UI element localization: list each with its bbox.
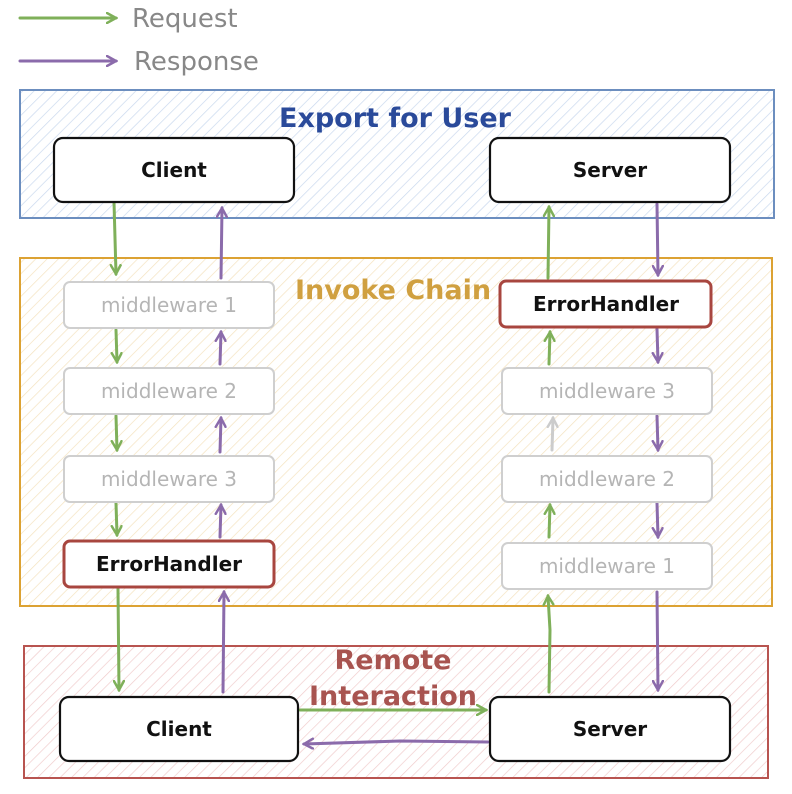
export-server-box: Server — [488, 136, 732, 204]
arrow-mw2-to-mw1-right — [657, 501, 658, 537]
remote-client-label: Client — [146, 717, 212, 741]
remote-server-label: Server — [573, 717, 647, 741]
arrow-mw3-to-errorhandler — [116, 501, 117, 535]
arrow-mw1-to-remote-server — [657, 590, 658, 690]
right-middleware-2-label: middleware 2 — [539, 467, 675, 491]
left-middleware-3-box: middleware 3 — [63, 455, 275, 503]
arrow-mw2-to-mw3 — [116, 414, 117, 450]
right-errorhandler-box: ErrorHandler — [498, 279, 713, 329]
arrow-mw3-to-mw2 — [220, 418, 221, 454]
left-errorhandler-label: ErrorHandler — [96, 552, 242, 576]
flow-arrows — [114, 200, 658, 744]
arrow-mw1-to-client — [221, 208, 222, 280]
arrow-remote-server-to-mw1 — [548, 596, 550, 694]
legend-request-label: Request — [132, 4, 238, 34]
remote-section-title-line2: Interaction — [309, 681, 477, 712]
right-middleware-1-label: middleware 1 — [539, 554, 675, 578]
arrow-errorhandler-to-mw3-right — [657, 327, 658, 362]
arrow-mw1-to-mw2 — [116, 328, 117, 362]
right-middleware-3-box: middleware 3 — [501, 367, 713, 415]
left-middleware-2-label: middleware 2 — [101, 379, 237, 403]
arrow-mw2-to-mw1 — [220, 332, 221, 366]
invoke-section-title: Invoke Chain — [295, 275, 491, 306]
remote-client-box: Client — [58, 695, 300, 763]
left-middleware-1-label: middleware 1 — [101, 293, 237, 317]
arrow-remote-client-to-errorhandler — [223, 592, 224, 694]
arrow-errorhandler-to-mw3 — [220, 505, 221, 539]
left-middleware-1-box: middleware 1 — [63, 281, 275, 329]
right-middleware-3-label: middleware 3 — [539, 379, 675, 403]
arrow-errorhandler-to-remote-client — [118, 587, 119, 690]
arrow-client-to-mw1 — [114, 200, 116, 274]
export-server-label: Server — [573, 158, 647, 182]
left-errorhandler-box: ErrorHandler — [62, 539, 276, 589]
left-middleware-3-label: middleware 3 — [101, 467, 237, 491]
arrow-errorhandler-to-server — [548, 207, 549, 280]
arrow-server-to-errorhandler — [657, 202, 658, 275]
right-middleware-2-box: middleware 2 — [501, 455, 713, 503]
right-errorhandler-label: ErrorHandler — [533, 292, 679, 316]
arrow-mw3-to-mw2-right — [657, 414, 658, 450]
legend: Request Response — [18, 4, 259, 77]
export-client-box: Client — [52, 136, 296, 204]
export-client-label: Client — [141, 158, 207, 182]
export-section-title: Export for User — [279, 103, 512, 134]
remote-section-title-line1: Remote — [334, 645, 451, 676]
arrow-mw3-to-errorhandler-right — [549, 332, 550, 366]
arrow-mw1-to-mw2-right — [549, 505, 550, 539]
arrow-mw2-to-mw3-right-inactive — [552, 418, 553, 452]
right-middleware-1-box: middleware 1 — [501, 542, 713, 590]
left-middleware-2-box: middleware 2 — [63, 367, 275, 415]
legend-response-label: Response — [134, 47, 259, 77]
remote-server-box: Server — [488, 695, 732, 763]
arrow-remote-server-to-client — [304, 741, 490, 744]
